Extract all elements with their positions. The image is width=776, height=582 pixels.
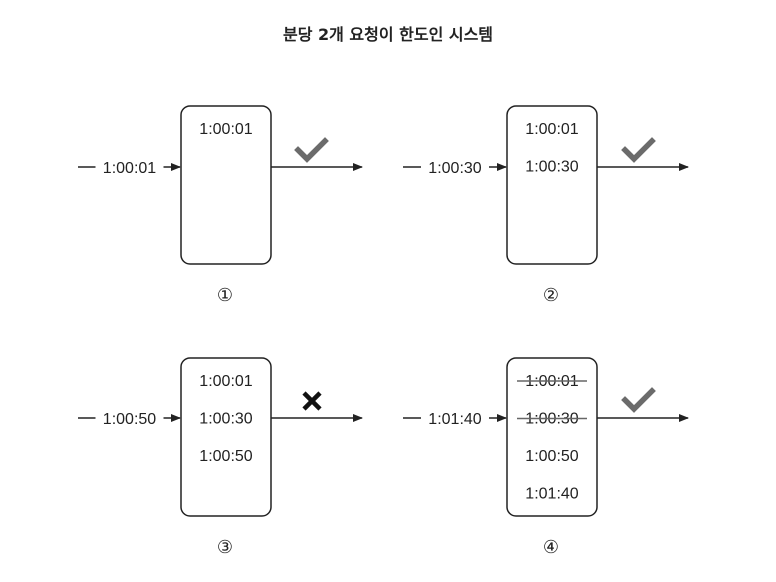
panel-number: ① [217,285,233,306]
check-icon [621,387,656,413]
panel-2: 1:00:30 1:00:01 1:00:30 ② [403,105,689,306]
log-entry: 1:00:01 [199,373,252,390]
log-entry: 1:00:01 [199,121,252,138]
log-entry: 1:00:50 [199,448,252,465]
panel-number: ④ [543,537,559,558]
log-entry: 1:00:30 [525,159,578,176]
panel-number: ③ [217,537,233,558]
diagram-title: 분당 2개 요청이 한도인 시스템 [283,25,493,44]
incoming-request-label: 1:01:40 [428,411,481,428]
panel-1: 1:00:01 1:00:01 ① [78,105,363,306]
panel-3: 1:00:50 1:00:01 1:00:30 1:00:50 ③ [78,357,363,558]
incoming-request-label: 1:00:01 [103,160,156,177]
panels-group: 1:00:011:00:01①1:00:301:00:011:00:30②1:0… [78,105,689,558]
cross-icon [302,391,322,411]
panel-4: 1:01:401:00:011:00:301:00:501:01:40④ [403,357,689,558]
request-log-box [180,105,272,265]
check-icon [621,137,656,163]
incoming-request-label: 1:00:50 [103,411,156,428]
log-entry: 1:00:01 [525,121,578,138]
request-log-box [180,357,272,517]
panel-number: ② [543,285,559,306]
request-log-box [506,357,598,517]
request-log-box [506,105,598,265]
log-entry: 1:00:50 [525,448,578,465]
log-entry: 1:00:30 [199,411,252,428]
incoming-request-label: 1:00:30 [428,160,481,177]
check-icon [294,137,329,163]
log-entry: 1:01:40 [525,486,578,503]
